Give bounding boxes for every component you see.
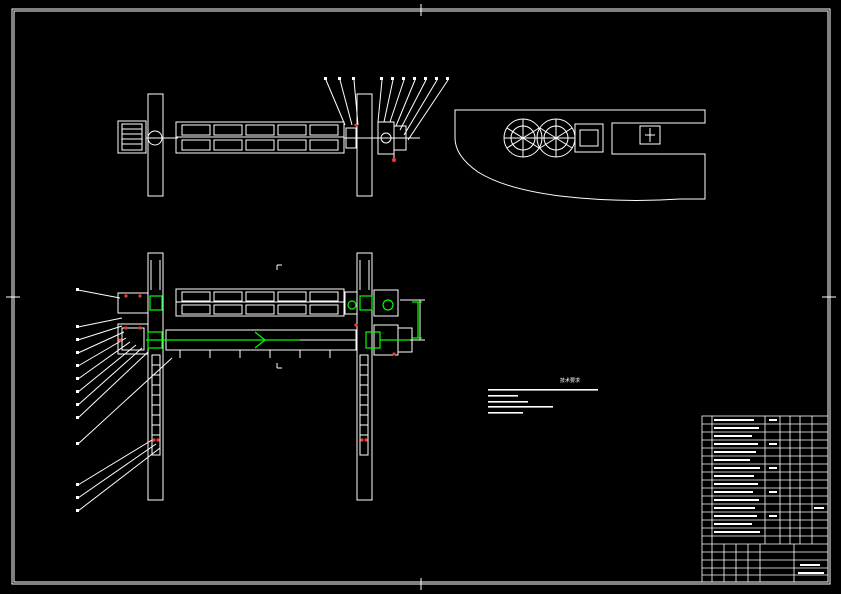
top-view-markers — [354, 123, 396, 162]
parts-list-text — [714, 419, 824, 574]
front-view-leader-numbers — [76, 288, 79, 512]
technical-notes: 技术要求 — [488, 377, 598, 414]
notes-heading: 技术要求 — [560, 377, 580, 384]
side-view — [454, 109, 706, 201]
top-view-leader-numbers — [324, 77, 449, 80]
front-view-markers — [118, 294, 396, 442]
sheet-border — [6, 4, 836, 590]
front-view-assembly — [77, 252, 425, 512]
top-view-assembly — [117, 79, 449, 197]
front-view-highlight — [146, 295, 422, 349]
title-block — [701, 415, 829, 583]
